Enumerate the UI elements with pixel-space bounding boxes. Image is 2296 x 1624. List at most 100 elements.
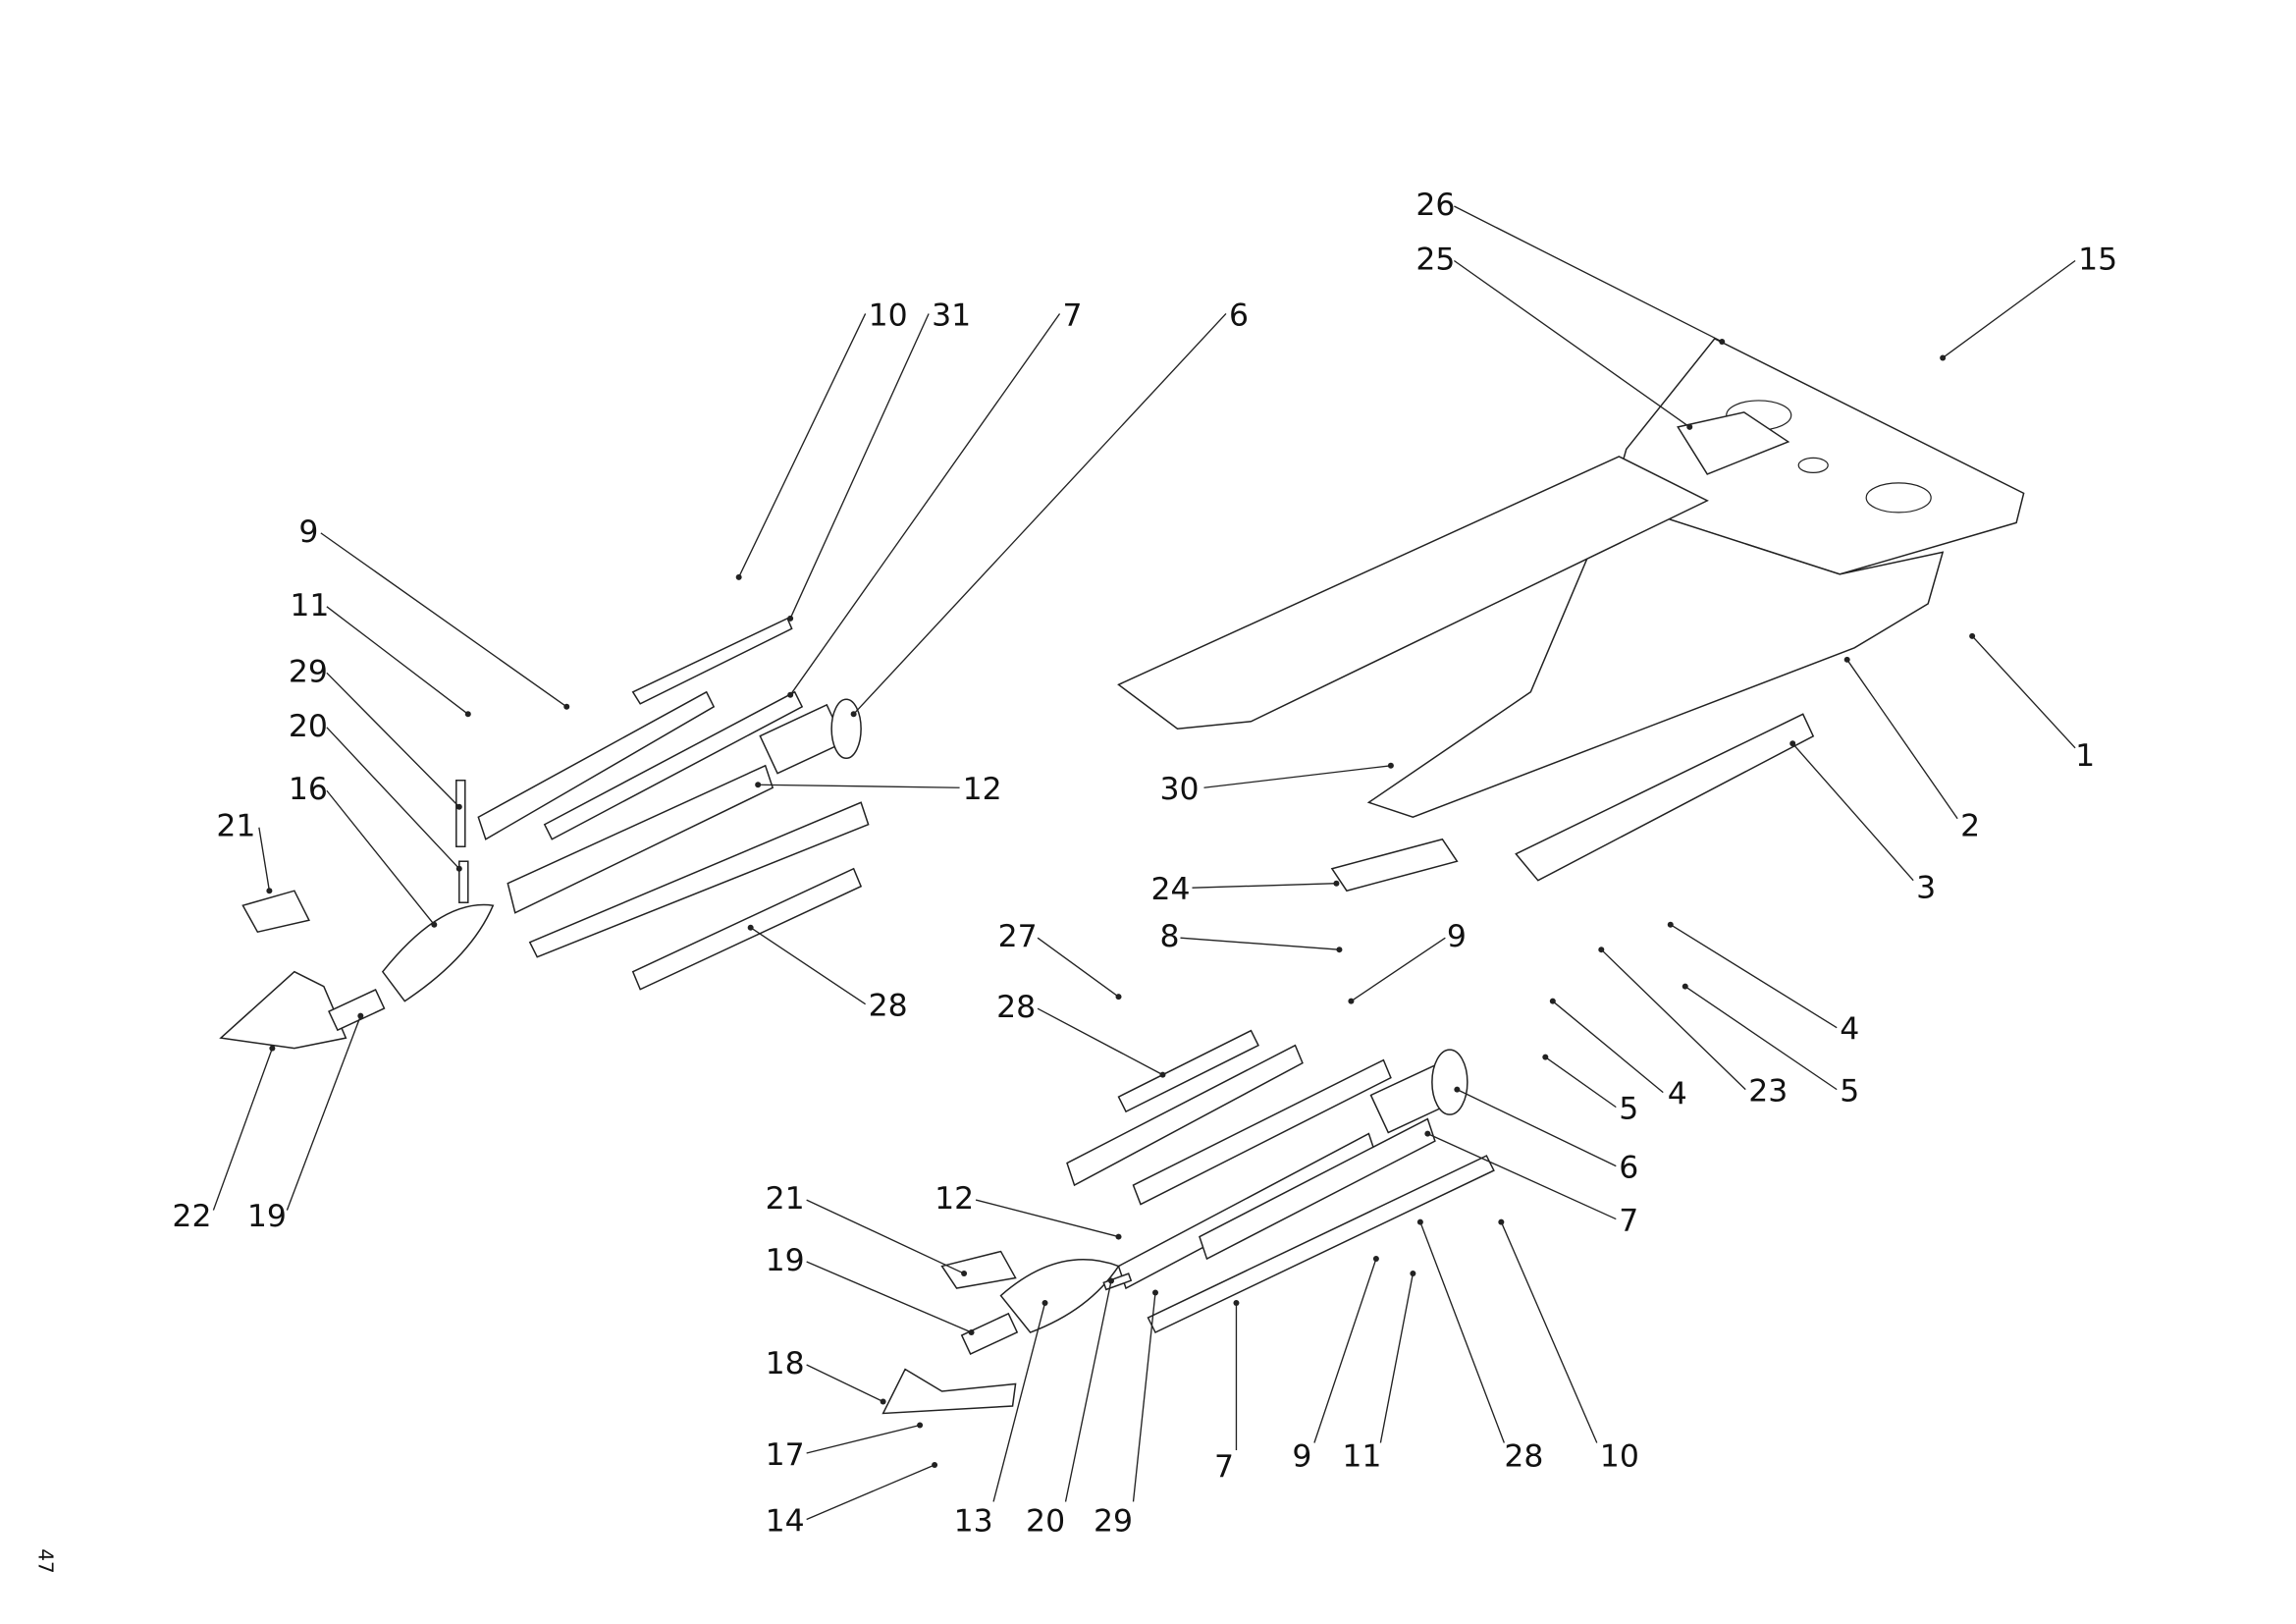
leader-line	[1180, 937, 1340, 950]
arrowhead	[1940, 354, 1947, 361]
arrowhead	[968, 1329, 975, 1336]
callout-label: 29	[289, 654, 328, 689]
leader-line	[326, 727, 460, 870]
leader-line	[1971, 635, 2076, 749]
callout-label: 10	[1600, 1438, 1639, 1474]
callout-label: 18	[766, 1346, 805, 1381]
leader-line	[1427, 1132, 1617, 1220]
callout-label: 5	[1619, 1092, 1638, 1127]
callout-label: 11	[1342, 1438, 1381, 1474]
leader-line	[326, 606, 469, 715]
arrowhead	[455, 865, 462, 872]
arrowhead	[1542, 1054, 1549, 1060]
callout-label: 7	[1619, 1204, 1638, 1239]
callout-label: 16	[289, 772, 328, 807]
leader-line	[1351, 937, 1446, 1002]
main-frame	[1117, 338, 2025, 893]
callout-label: 11	[290, 588, 329, 623]
leader-line	[806, 1364, 883, 1403]
callout-label: 27	[998, 919, 1038, 954]
leader-line	[1203, 765, 1391, 788]
leader-line	[1419, 1221, 1505, 1443]
arrowhead	[431, 921, 438, 928]
callout-label: 9	[1292, 1438, 1311, 1474]
leader-line	[1064, 1280, 1112, 1502]
arrowhead	[266, 888, 273, 894]
arrowhead	[455, 803, 462, 810]
arrowhead	[1667, 921, 1674, 928]
arrowhead	[1424, 1130, 1431, 1137]
arrowhead	[1686, 423, 1693, 430]
callout-label: 5	[1840, 1074, 1859, 1110]
leader-line	[738, 313, 867, 578]
leader-line	[1942, 259, 2076, 358]
callout-label: 20	[1026, 1503, 1065, 1539]
leader-line	[258, 827, 271, 892]
arrowhead	[1682, 983, 1688, 990]
arrowhead	[735, 573, 742, 580]
arrowhead	[1108, 1277, 1115, 1284]
page-number: 47	[33, 1548, 58, 1574]
leader-line	[1192, 883, 1337, 889]
arrowhead	[1969, 632, 1976, 639]
leader-line	[1457, 1089, 1617, 1167]
arrowhead	[1387, 762, 1394, 769]
arrowhead	[1348, 998, 1355, 1004]
arrowhead	[1598, 947, 1605, 953]
callout-label: 4	[1668, 1077, 1687, 1112]
callout-label: 26	[1415, 188, 1455, 223]
callout-label: 21	[216, 809, 255, 844]
callout-label: 7	[1214, 1449, 1234, 1485]
leader-line	[789, 313, 930, 620]
leader-line	[286, 1015, 361, 1211]
leader-line	[326, 789, 435, 926]
leader-line	[806, 1199, 965, 1274]
leader-line	[326, 672, 460, 808]
leader-line	[1500, 1221, 1598, 1443]
callout-label: 8	[1159, 919, 1179, 954]
leader-line	[806, 1424, 921, 1454]
arrowhead	[880, 1398, 886, 1405]
leader-line	[992, 1302, 1046, 1502]
callout-label: 15	[2078, 242, 2117, 277]
leader-line	[806, 1464, 935, 1521]
arrowhead	[464, 711, 471, 718]
callout-label: 2	[1960, 809, 1980, 844]
callout-label: 23	[1748, 1074, 1788, 1110]
callout-label: 3	[1916, 871, 1936, 906]
callout-label: 10	[869, 298, 908, 333]
callout-label: 24	[1150, 872, 1190, 907]
callout-label: 14	[766, 1503, 805, 1539]
callout-label: 12	[963, 772, 1002, 807]
leader-line	[1846, 659, 1958, 820]
callout-label: 13	[954, 1503, 993, 1539]
leader-line	[853, 313, 1227, 715]
arrowhead	[1789, 740, 1796, 747]
callout-label: 17	[766, 1437, 805, 1473]
leader-line	[789, 313, 1061, 696]
leader-line	[806, 1261, 972, 1333]
leader-line	[1454, 205, 1723, 343]
arrowhead	[1410, 1271, 1416, 1277]
arrowhead	[269, 1045, 276, 1052]
leader-line	[1379, 1272, 1415, 1443]
leader-line	[1552, 1001, 1664, 1094]
callout-label: 12	[934, 1181, 974, 1217]
leader-line	[1684, 986, 1838, 1091]
callout-label: 19	[247, 1199, 287, 1234]
callout-label: 30	[1159, 772, 1199, 807]
leader-line	[1037, 937, 1119, 998]
arrowhead	[1151, 1289, 1158, 1296]
arrowhead	[961, 1271, 968, 1277]
callout-label: 4	[1840, 1012, 1859, 1048]
arrowhead	[787, 691, 794, 698]
arrowhead	[1719, 338, 1726, 345]
arrowhead	[755, 782, 762, 788]
leader-line	[1600, 948, 1746, 1091]
callout-label: 31	[932, 298, 971, 333]
arrowhead	[1843, 656, 1850, 663]
callout-label: 28	[1504, 1438, 1543, 1474]
arrowhead	[1454, 1086, 1461, 1093]
